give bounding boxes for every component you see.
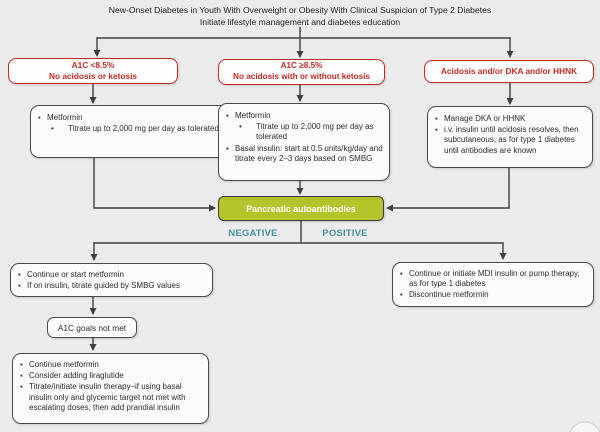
branch-low-line1: A1C <8.5% [71,60,115,71]
bullet-item: ▪ Continue or start metformin [18,270,207,280]
bullet-text: i.v. insulin until acidosis resolves, th… [444,125,579,155]
square-bullet-icon: ▪ [435,114,438,123]
branch-acidosis-line1: Acidosis and/or DKA and/or HHNK [440,66,578,77]
branch-high-line2: No acidosis with or without ketosis [233,72,370,81]
bullet-item: ▪ Metformin [38,113,227,123]
autoantibodies-label: Pancreatic autoantibodies [246,203,356,214]
bullet-text: Continue or initiate MDI insulin or pump… [409,269,580,289]
branch-high-line1: A1C ≥8.5% [280,61,323,71]
square-bullet-icon: ▪ [18,281,21,291]
bullet-item: ▪ i.v. insulin until acidosis resolves, … [435,125,587,156]
bullet-text: Titrate/initiate insulin therapy–if usin… [29,382,186,412]
bullet-text: Continue or start metformin [27,270,124,279]
branch-box-a1c-high: A1C ≥8.5% No acidosis with or without ke… [218,59,385,85]
autoantibodies-box: Pancreatic autoantibodies [218,196,384,221]
negative-continue-box: ▪ Continue or start metformin ▪ If on in… [10,263,213,298]
a1c-goals-not-met-box: A1C goals not met [47,317,137,338]
page-title: New-Onset Diabetes in Youth With Overwei… [0,5,600,28]
bullet-text: Consider adding liraglutide [29,371,124,381]
positive-label: POSITIVE [322,228,368,239]
treatment-box-metformin: ▪ Metformin • Titrate up to 2,000 mg per… [30,105,233,158]
square-bullet-icon: ▪ [20,371,23,381]
square-bullet-icon: ▪ [400,269,403,278]
treatment-box-metformin-basal: ▪ Metformin • Titrate up to 2,000 mg per… [218,103,390,181]
bullet-item: ▪ Manage DKA or HHNK [435,114,587,124]
bullet-item: ▪ Basal insulin: start at 0.5 units/kg/d… [226,144,384,164]
watermark-circle [569,421,600,432]
negative-label: NEGATIVE [228,228,278,239]
square-bullet-icon: ▪ [400,290,403,300]
bullet-item: ▪ Discontinue metformin [400,290,588,300]
square-bullet-icon: ▪ [18,270,21,279]
bullet-item: ▪ Metformin [226,111,384,121]
square-bullet-icon: ▪ [38,113,41,122]
title-line-2: Initiate lifestyle management and diabet… [199,16,401,27]
bullet-item: ▪ Consider adding liraglutide [20,371,203,381]
bullet-item: ▪ Continue or initiate MDI insulin or pu… [400,269,588,289]
sub-bullet-item: • Titrate up to 2,000 mg per day as tole… [51,124,227,134]
a1c-goals-label: A1C goals not met [57,322,127,333]
bullet-item: ▪ Titrate/initiate insulin therapy–if us… [20,382,203,413]
square-bullet-icon: ▪ [20,360,23,369]
bullet-item: ▪ Continue metformin [20,360,203,370]
branch-low-line2: No acidosis or ketosis [48,71,138,81]
square-bullet-icon: ▪ [226,143,229,153]
sub-bullet-text: Titrate up to 2,000 mg per day as tolera… [256,122,374,142]
square-bullet-icon: ▪ [20,382,23,392]
branch-box-acidosis: Acidosis and/or DKA and/or HHNK [424,60,594,83]
title-line-1: New-Onset Diabetes in Youth With Overwei… [108,5,492,15]
bullet-text: Basal insulin: start at 0.5 units/kg/day… [235,143,383,163]
sub-bullet-text: Titrate up to 2,000 mg per day as tolera… [68,124,219,134]
intensify-therapy-box: ▪ Continue metformin ▪ Consider adding l… [12,353,209,424]
positive-mdi-box: ▪ Continue or initiate MDI insulin or pu… [392,262,594,307]
dot-bullet-icon: • [239,122,242,132]
dot-bullet-icon: • [51,124,54,134]
treatment-box-dka: ▪ Manage DKA or HHNK ▪ i.v. insulin unti… [427,106,593,168]
square-bullet-icon: ▪ [226,111,229,120]
branch-box-a1c-low: A1C <8.5% No acidosis or ketosis [8,58,178,84]
bullet-text: Manage DKA or HHNK [444,114,526,123]
bullet-text: Metformin [47,113,83,122]
bullet-item: ▪ If on insulin, titrate guided by SMBG … [18,281,207,291]
bullet-text: Discontinue metformin [409,290,489,300]
bullet-text: If on insulin, titrate guided by SMBG va… [27,281,180,291]
sub-bullet-item: • Titrate up to 2,000 mg per day as tole… [239,122,384,142]
square-bullet-icon: ▪ [435,125,438,135]
bullet-text: Metformin [235,111,271,120]
bullet-text: Continue metformin [29,360,99,369]
